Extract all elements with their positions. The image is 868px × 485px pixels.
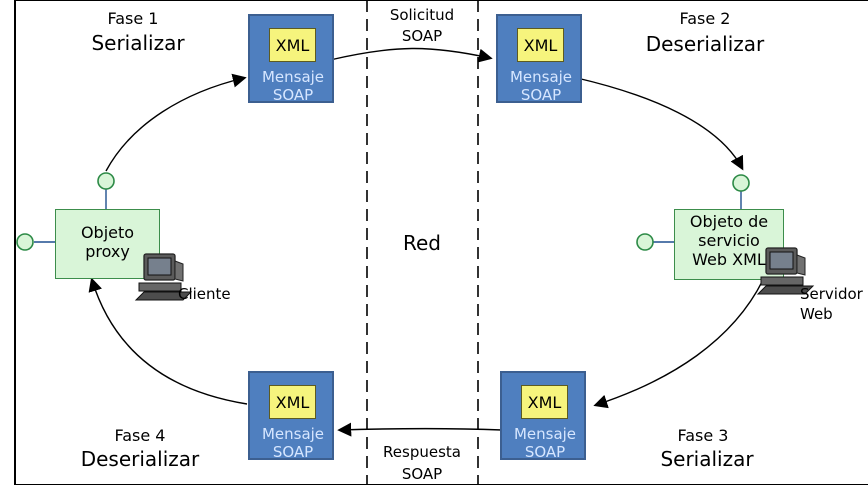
- service-left-port-icon: [636, 233, 654, 251]
- fase2-number: Fase 2: [679, 9, 731, 28]
- network-label: Red: [403, 231, 441, 255]
- proxy-object-box: Objeto proxy: [55, 209, 160, 279]
- client-label: Cliente: [178, 285, 231, 303]
- service-object-line2: servicio: [698, 231, 760, 251]
- message-label-line1: Mensaje: [261, 425, 325, 443]
- proxy-object-line2: proxy: [85, 242, 130, 262]
- server-computer-icon: [756, 247, 815, 295]
- server-arrow: [576, 77, 744, 171]
- message-box-bottom-right: XML Mensaje SOAP: [500, 371, 586, 460]
- fase1-name: Serializar: [91, 31, 185, 55]
- response-arrow: [337, 422, 503, 437]
- response-label-line2: SOAP: [401, 465, 443, 483]
- server-label-line2: Web: [800, 305, 833, 323]
- response-label-line1: Respuesta: [383, 443, 461, 461]
- service-top-port-icon: [732, 174, 750, 192]
- fase4-name: Deserializar: [80, 447, 200, 471]
- message-label-line2: SOAP: [520, 86, 562, 104]
- message-label-line1: Mensaje: [261, 68, 325, 86]
- xml-document-icon: XML: [269, 28, 316, 62]
- message-label-line2: SOAP: [272, 86, 314, 104]
- xml-document-icon: XML: [521, 385, 568, 419]
- top-border: [14, 0, 868, 1]
- fase3-number: Fase 3: [677, 426, 729, 445]
- server-label-line1: Servidor: [800, 285, 863, 303]
- message-box-top-left: XML Mensaje SOAP: [248, 14, 334, 103]
- client-arrow: [105, 73, 247, 172]
- message-label-line2: SOAP: [272, 443, 314, 461]
- message-label-line2: SOAP: [524, 443, 566, 461]
- request-arrow: [329, 47, 493, 63]
- fase2-name: Deserializar: [645, 32, 765, 56]
- client-return-arrow: [88, 277, 248, 405]
- xml-document-icon: XML: [269, 385, 316, 419]
- proxy-left-port-icon: [16, 233, 34, 251]
- proxy-object-line1: Objeto: [80, 223, 135, 242]
- fase1-number: Fase 1: [107, 9, 159, 28]
- fase3-name: Serializar: [660, 447, 754, 471]
- message-label-line1: Mensaje: [513, 425, 577, 443]
- server-return-arrow: [593, 279, 764, 409]
- message-box-bottom-left: XML Mensaje SOAP: [248, 371, 334, 460]
- message-label-line1: Mensaje: [509, 68, 573, 86]
- xml-document-icon: XML: [517, 28, 564, 62]
- service-object-line3: Web XML: [692, 250, 766, 270]
- request-label-line1: Solicitud: [389, 6, 455, 24]
- proxy-top-port-icon: [97, 172, 115, 190]
- request-label-line2: SOAP: [401, 27, 443, 45]
- fase4-number: Fase 4: [114, 426, 166, 445]
- service-object-line1: Objeto de: [689, 212, 769, 231]
- message-box-top-right: XML Mensaje SOAP: [496, 14, 582, 103]
- client-computer-icon: [134, 253, 193, 301]
- diagram-frame: [14, 0, 868, 485]
